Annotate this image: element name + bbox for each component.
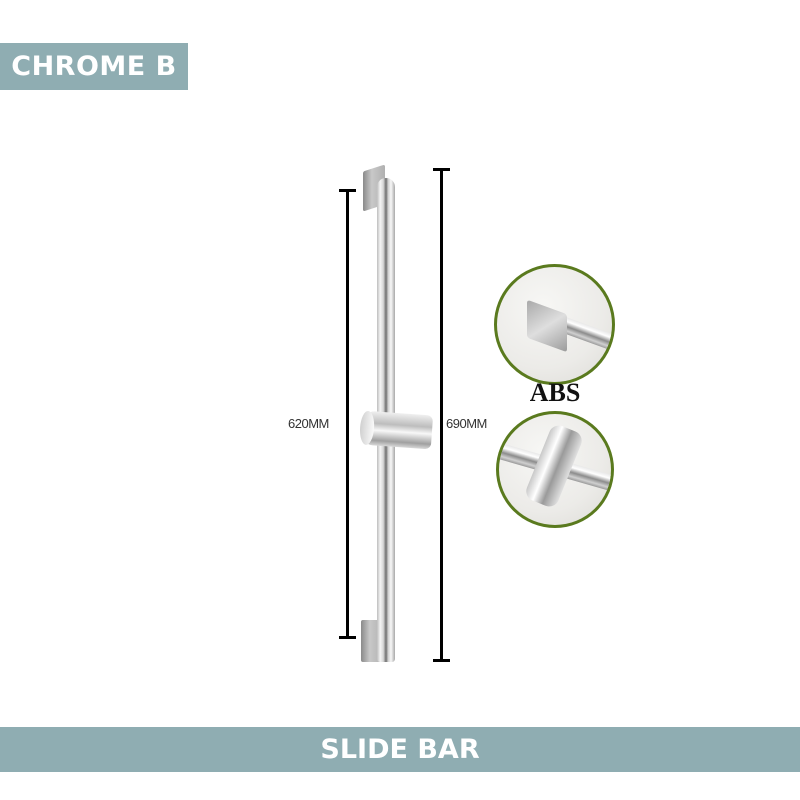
product-title-banner: SLIDE BAR [0,727,800,772]
dimension-line-left [346,190,349,638]
dimension-label-690: 690MM [446,416,487,431]
dimension-cap-right-top [433,168,450,171]
dimension-cap-right-bottom [433,659,450,662]
bracket-closeup [527,299,567,353]
shower-head-holder [360,410,434,450]
dimension-cap-left-top [339,189,356,192]
dimension-cap-left-bottom [339,636,356,639]
dimension-line-right [440,169,443,660]
variant-tag-banner: CHROME B [0,43,188,90]
detail-circle-holder [496,411,614,528]
detail-circle-bracket [494,264,615,385]
dimension-label-620: 620MM [288,416,329,431]
material-label: ABS [529,378,581,407]
